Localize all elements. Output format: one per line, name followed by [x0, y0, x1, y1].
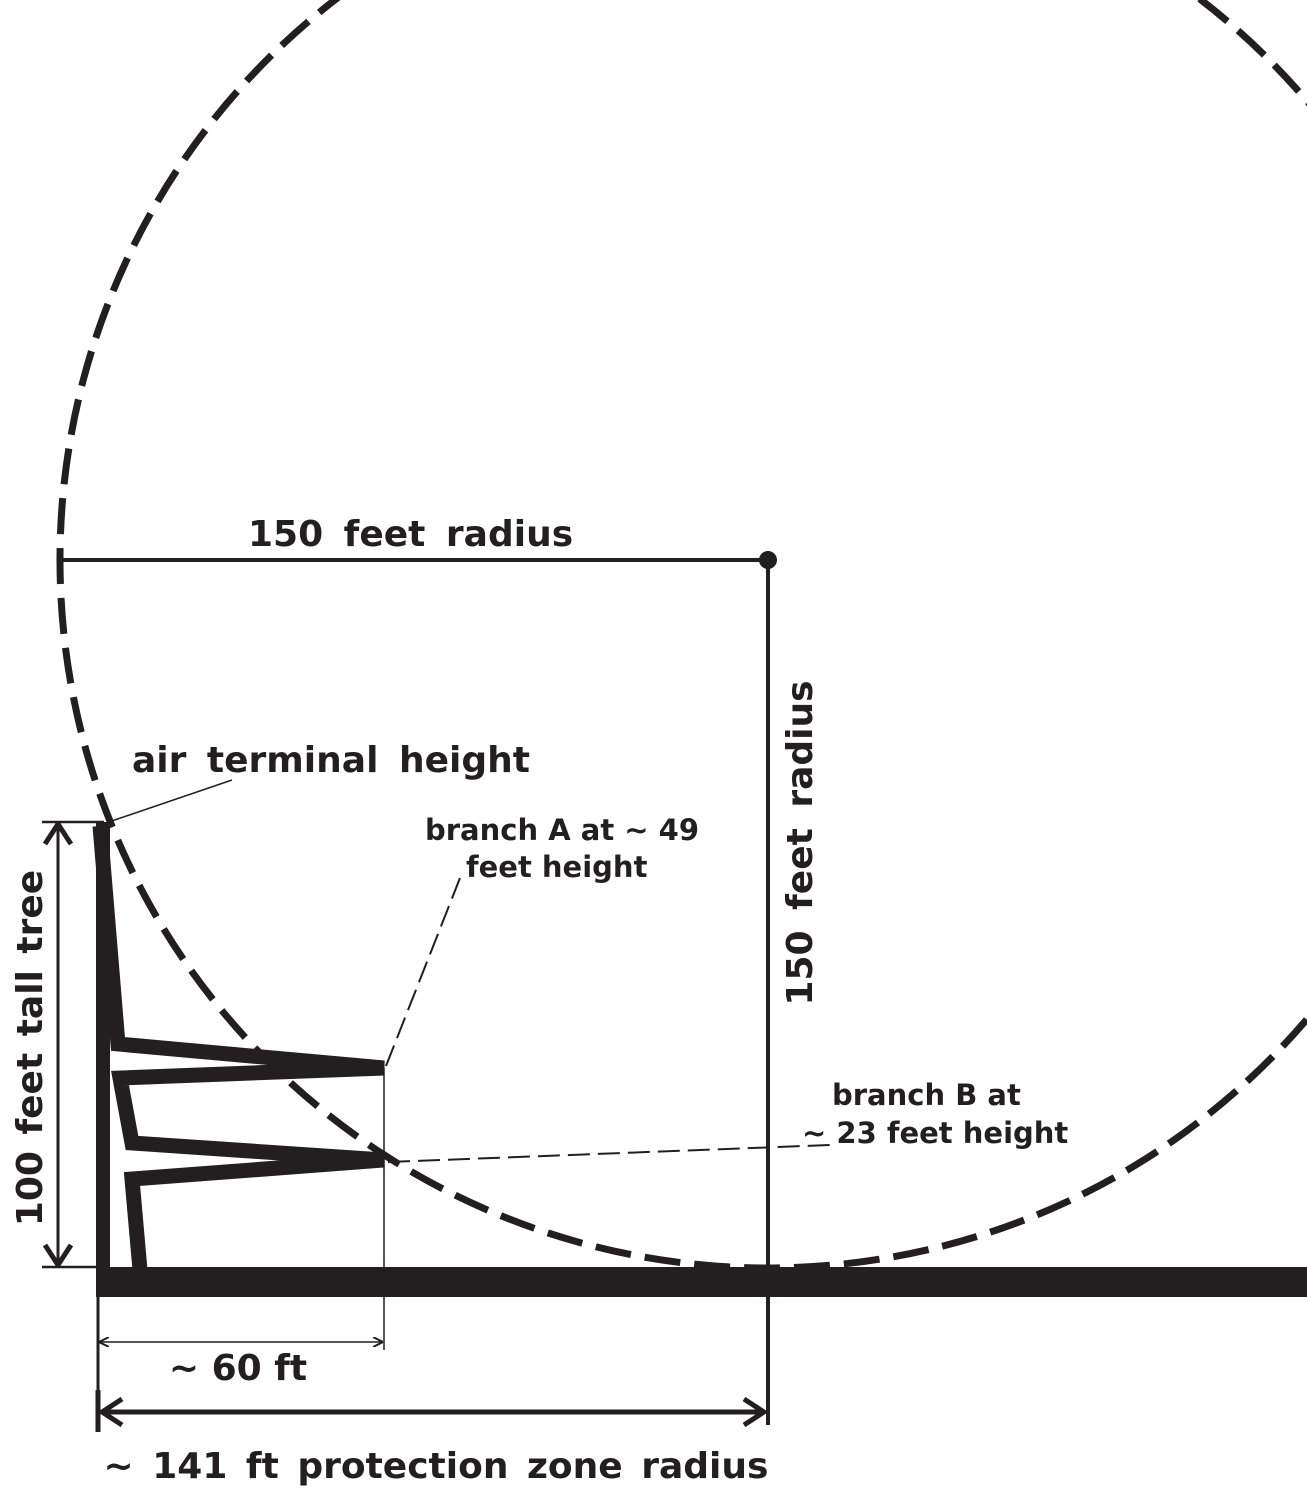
tree-branches — [92, 825, 385, 1271]
sphere-center-dot — [759, 551, 777, 569]
branch-a-leader-line — [385, 877, 461, 1067]
branch-a-distance-label: ~ 60 ft — [169, 1348, 307, 1389]
vertical-radius-label: 150 feet radius — [780, 680, 821, 1005]
branch-b-label-line2: ~ 23 feet height — [802, 1116, 1068, 1150]
branch-b-label-line1: branch B at — [832, 1078, 1021, 1112]
tree-height-label: 100 feet tall tree — [10, 870, 51, 1226]
ground-bar — [96, 1267, 1307, 1297]
protection-zone-label: ~ 141 ft protection zone radius — [104, 1446, 769, 1487]
horizontal-radius-label: 150 feet radius — [248, 514, 573, 555]
branch-a-label-line1: branch A at ~ 49 — [425, 813, 699, 847]
branch-b-leader-line — [387, 1144, 831, 1163]
air-terminal-leader-line — [102, 779, 233, 825]
air-terminal-label: air terminal height — [132, 740, 530, 781]
branch-a-label-line2: feet height — [466, 850, 648, 884]
